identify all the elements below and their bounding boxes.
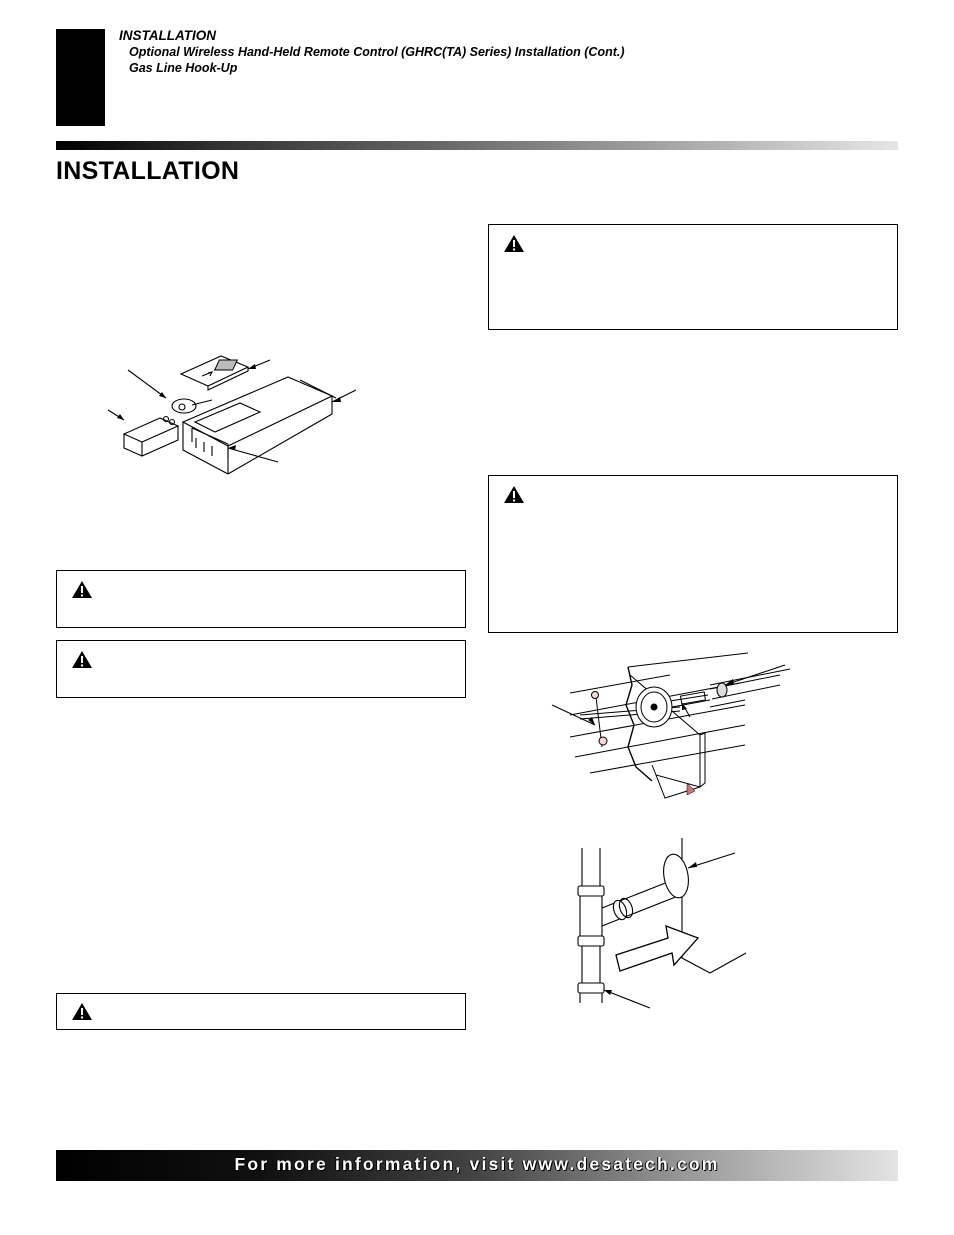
warning-triangle-icon [504, 486, 524, 503]
warning-triangle-icon [504, 235, 524, 252]
pipe-tee-figure [577, 838, 747, 1009]
footer-bar: For more information, visit www.desatech… [56, 1150, 898, 1181]
warning-box-left-2 [56, 640, 466, 698]
header-rule [56, 141, 898, 150]
warning-triangle-icon [72, 1003, 92, 1020]
warning-box-right-2 [488, 475, 898, 633]
gas-valve-figure [551, 652, 791, 799]
warning-triangle-icon [72, 651, 92, 668]
header-subtopic-gas-line: Gas Line Hook-Up [129, 61, 238, 75]
warning-box-left-1 [56, 570, 466, 628]
header-section-label: INSTALLATION [119, 28, 216, 43]
page-title: INSTALLATION [56, 157, 240, 185]
warning-triangle-icon [72, 581, 92, 598]
footer-text: For more information, visit www.desatech… [234, 1154, 720, 1174]
warning-box-left-3 [56, 993, 466, 1030]
warning-box-right-1 [488, 224, 898, 330]
header-subtopic-remote: Optional Wireless Hand-Held Remote Contr… [129, 45, 625, 59]
section-tab [56, 29, 105, 126]
remote-battery-figure [107, 355, 357, 475]
